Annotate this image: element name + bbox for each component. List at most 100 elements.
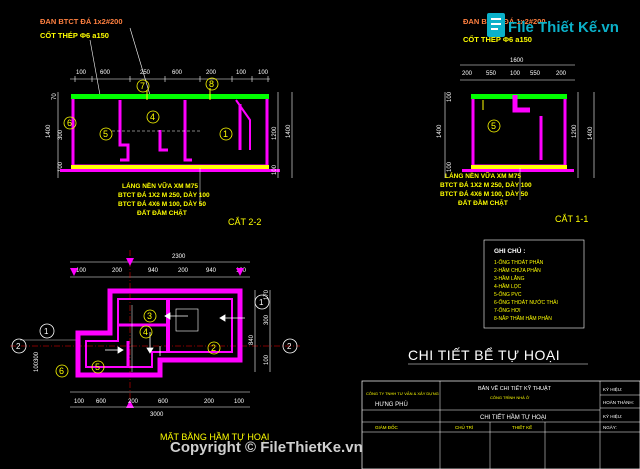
- svg-text:2-HẦM CHỨA PHÂN: 2-HẦM CHỨA PHÂN: [494, 267, 541, 274]
- section-2-2: ĐAN BTCT ĐÁ 1x2#200 CỐT THÉP Φ6 a150 100…: [40, 17, 293, 227]
- svg-text:6-ỐNG THOÁT NƯỚC THẢI: 6-ỐNG THOÁT NƯỚC THẢI: [494, 299, 558, 306]
- svg-text:1400: 1400: [437, 124, 443, 138]
- logo-text: File Thiết Kế.vn: [508, 19, 619, 36]
- svg-text:200: 200: [112, 268, 123, 274]
- svg-text:4: 4: [150, 112, 155, 122]
- svg-text:840: 840: [249, 334, 255, 345]
- axis-2-left: 2: [16, 342, 21, 351]
- marker-5: 5: [491, 121, 496, 131]
- plan-dims-bottom: 100 600 200 600 200 100: [74, 399, 245, 405]
- svg-text:LÁNG NỀN VỮA XM M75: LÁNG NỀN VỮA XM M75: [445, 170, 521, 180]
- watermark: File Thiết Kế.vn Copyright © FileThietKe…: [170, 13, 619, 456]
- dims-top-1-1: 200 550 100 550 200: [462, 71, 567, 77]
- svg-text:200: 200: [128, 399, 139, 405]
- svg-text:100: 100: [447, 161, 453, 172]
- plan-dims-top: 100 200 940 200 940 100: [76, 268, 247, 274]
- role-row: GIÁM ĐỐC CHỦ TRÌ THIẾT KẾ: [375, 424, 532, 430]
- svg-text:ĐẤT ĐẦM CHẶT: ĐẤT ĐẦM CHẶT: [137, 207, 187, 217]
- svg-text:HOÀN THÀNH:: HOÀN THÀNH:: [603, 399, 634, 405]
- svg-text:BTCT ĐÁ 4X6 M 100, DÀY 50: BTCT ĐÁ 4X6 M 100, DÀY 50: [118, 199, 206, 208]
- svg-text:100: 100: [76, 268, 87, 274]
- svg-text:600: 600: [100, 70, 111, 76]
- svg-text:6: 6: [67, 118, 72, 128]
- svg-text:600: 600: [158, 399, 169, 405]
- svg-text:1: 1: [223, 129, 228, 139]
- svg-text:100: 100: [447, 91, 453, 102]
- svg-text:8: 8: [209, 79, 214, 89]
- legend-heading: GHI CHÚ :: [494, 246, 525, 255]
- rebar-label: CỐT THÉP Φ6 a150: [40, 30, 109, 40]
- svg-text:1-ỐNG THOÁT PHÂN: 1-ỐNG THOÁT PHÂN: [494, 259, 544, 266]
- drawing-header: BẢN VẼ CHI TIẾT KỸ THUẬT: [478, 385, 552, 392]
- svg-text:4: 4: [143, 327, 148, 337]
- plan-dim-total-top: 2300: [172, 254, 186, 260]
- svg-text:1400: 1400: [588, 126, 594, 140]
- svg-text:1200: 1200: [272, 126, 278, 140]
- legend-items: 1-ỐNG THOÁT PHÂN 2-HẦM CHỨA PHÂN 3-HẦM L…: [494, 259, 558, 322]
- svg-text:940: 940: [148, 268, 159, 274]
- dims-right: 1200 100 1400: [272, 124, 292, 175]
- svg-text:5: 5: [103, 129, 108, 139]
- svg-text:300: 300: [264, 314, 270, 325]
- section-label-1-1: CẮT 1-1: [555, 214, 588, 224]
- svg-text:940: 940: [206, 268, 217, 274]
- main-title: CHI TIẾT BỂ TỰ HOẠI: [408, 346, 560, 363]
- svg-text:5: 5: [95, 362, 100, 372]
- svg-text:KÝ HIỆU:: KÝ HIỆU:: [603, 412, 622, 419]
- axis-1-left: 1: [44, 327, 49, 336]
- copyright-text: Copyright © FileThietKe.vn: [170, 439, 363, 456]
- plan-view: 2300 100 200 940 200 940 100 2 2 1 1: [10, 250, 300, 442]
- rebar-label-1-1: CỐT THÉP Φ6 a150: [463, 34, 532, 44]
- plan-markers: 3 4 5 6 2: [55, 309, 221, 378]
- svg-text:KÝ HIỆU:: KÝ HIỆU:: [603, 385, 622, 392]
- svg-text:100: 100: [236, 70, 247, 76]
- svg-text:300: 300: [58, 129, 64, 140]
- svg-text:3-HẦM LẮNG: 3-HẦM LẮNG: [494, 274, 525, 282]
- markers-2-2: 7 8 6 5 4 1: [63, 77, 233, 141]
- svg-text:BTCT ĐÁ 1X2 M 250, DÀY 100: BTCT ĐÁ 1X2 M 250, DÀY 100: [440, 180, 532, 189]
- plan-title: MẶT BẰNG HẦM TỰ HOẠI: [160, 432, 269, 442]
- dims-left: 70 1400 300 100: [46, 93, 64, 172]
- project-label: CÔNG TRÌNH NHÀ Ở: [490, 395, 530, 400]
- svg-text:70: 70: [52, 93, 58, 100]
- svg-text:550: 550: [530, 71, 541, 77]
- svg-text:CHỦ TRÌ: CHỦ TRÌ: [455, 424, 473, 430]
- svg-text:170: 170: [264, 289, 270, 300]
- axis-2-right: 2: [287, 342, 292, 351]
- svg-text:GIÁM ĐỐC: GIÁM ĐỐC: [375, 424, 399, 430]
- svg-text:ĐẤT ĐẦM CHẶT: ĐẤT ĐẦM CHẶT: [458, 197, 508, 207]
- svg-text:200: 200: [462, 71, 473, 77]
- slab-label: ĐAN BTCT ĐÁ 1x2#200: [40, 17, 123, 26]
- svg-text:1400: 1400: [286, 124, 292, 138]
- svg-text:200: 200: [178, 268, 189, 274]
- svg-text:600: 600: [96, 399, 107, 405]
- svg-text:100: 100: [74, 399, 85, 405]
- svg-text:4-HẦM LỌC: 4-HẦM LỌC: [494, 283, 522, 290]
- svg-text:100: 100: [234, 399, 245, 405]
- svg-text:5-ỐNG PVC: 5-ỐNG PVC: [494, 291, 522, 298]
- svg-text:200: 200: [556, 71, 567, 77]
- svg-text:100: 100: [34, 361, 40, 372]
- notes-2-2: LÁNG NỀN VỮA XM M75 BTCT ĐÁ 1X2 M 250, D…: [118, 180, 210, 217]
- notes-1-1: LÁNG NỀN VỮA XM M75 BTCT ĐÁ 1X2 M 250, D…: [440, 170, 532, 207]
- svg-text:7-ỐNG HƠI: 7-ỐNG HƠI: [494, 307, 521, 314]
- svg-text:NGÀY:: NGÀY:: [603, 424, 617, 430]
- axis-1-right: 1: [259, 298, 264, 307]
- svg-text:200: 200: [206, 70, 217, 76]
- svg-text:100: 100: [58, 161, 64, 172]
- svg-text:3: 3: [147, 311, 152, 321]
- plan-dim-total-bottom: 3000: [150, 412, 164, 418]
- svg-text:100: 100: [258, 70, 269, 76]
- dims-top: 100 600 250 600 200 100 100: [76, 70, 269, 76]
- svg-text:BTCT ĐÁ 4X6 M 100, DÀY 50: BTCT ĐÁ 4X6 M 100, DÀY 50: [440, 189, 528, 198]
- company-label: CÔNG TY TNHH TƯ VẤN & XÂY DỰNG: [366, 391, 439, 396]
- svg-text:2: 2: [211, 343, 216, 353]
- flow-arrows: [105, 312, 245, 356]
- svg-text:6: 6: [59, 366, 64, 376]
- svg-text:550: 550: [486, 71, 497, 77]
- section-label-2-2: CẮT 2-2: [228, 217, 261, 227]
- drawing-name: CHI TIẾT HẦM TỰ HOẠI: [480, 414, 547, 421]
- title-block: CÔNG TY TNHH TƯ VẤN & XÂY DỰNG HƯNG PHÚ …: [361, 380, 640, 469]
- dims-right-1-1: 1200 1400: [572, 124, 594, 140]
- svg-text:300: 300: [34, 351, 40, 362]
